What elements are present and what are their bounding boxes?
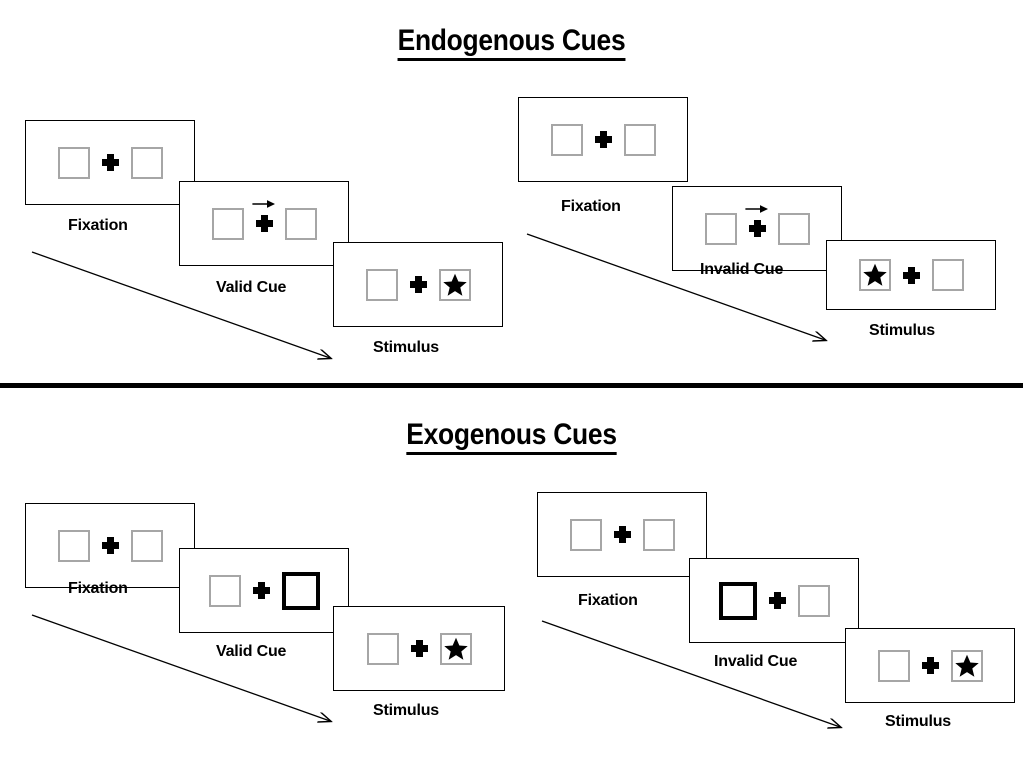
panel-endogenous-valid-stimulus[interactable] bbox=[333, 242, 503, 327]
placeholder-box-left bbox=[57, 529, 90, 562]
caption-endogenous-valid-fixation: Fixation bbox=[68, 217, 128, 234]
plus-icon bbox=[101, 154, 119, 171]
target-box-right bbox=[439, 632, 472, 665]
caption-endogenous-invalid-fixation: Fixation bbox=[561, 198, 621, 215]
caption-exogenous-invalid-fixation: Fixation bbox=[578, 592, 638, 609]
placeholder-box-right bbox=[642, 518, 675, 551]
caption-endogenous-invalid-stimulus: Stimulus bbox=[869, 322, 935, 339]
plus-icon bbox=[410, 640, 428, 657]
plus-icon bbox=[409, 276, 427, 293]
panel-exogenous-invalid-cue[interactable] bbox=[689, 558, 859, 643]
panel-content bbox=[877, 649, 983, 682]
placeholder-box-right bbox=[284, 207, 317, 240]
placeholder-box-left bbox=[211, 207, 244, 240]
cue-box-right bbox=[281, 571, 320, 610]
star-icon bbox=[954, 653, 980, 679]
panel-content bbox=[211, 200, 317, 240]
target-box-right bbox=[950, 649, 983, 682]
caption-exogenous-valid-stimulus: Stimulus bbox=[373, 702, 439, 719]
section-divider bbox=[0, 383, 1023, 388]
plus-icon bbox=[252, 200, 275, 232]
placeholder-box-right bbox=[777, 212, 810, 245]
plus-icon bbox=[594, 131, 612, 148]
placeholder-box-left bbox=[704, 212, 737, 245]
panel-content bbox=[365, 268, 471, 301]
arrow-right-icon bbox=[744, 205, 774, 215]
placeholder-box-left bbox=[550, 123, 583, 156]
panel-exogenous-valid-cue[interactable] bbox=[179, 548, 349, 633]
section-title-exogenous-text: Exogenous Cues bbox=[406, 418, 617, 455]
plus-icon bbox=[902, 266, 920, 284]
placeholder-box-right bbox=[623, 123, 656, 156]
plus-icon bbox=[921, 657, 939, 674]
panel-content bbox=[569, 518, 675, 551]
panel-exogenous-invalid-fixation[interactable] bbox=[537, 492, 707, 577]
placeholder-box-left bbox=[366, 632, 399, 665]
caption-endogenous-valid-stimulus: Stimulus bbox=[373, 339, 439, 356]
plus-icon bbox=[768, 592, 786, 609]
panel-content bbox=[366, 632, 472, 665]
panel-exogenous-valid-fixation[interactable] bbox=[25, 503, 195, 588]
star-icon bbox=[862, 262, 888, 288]
section-title-endogenous-text: Endogenous Cues bbox=[397, 24, 626, 61]
arrow-right-icon bbox=[251, 200, 281, 210]
placeholder-box-right bbox=[130, 146, 163, 179]
panel-content bbox=[57, 146, 163, 179]
caption-exogenous-invalid-stimulus: Stimulus bbox=[885, 713, 951, 730]
section-title-endogenous: Endogenous Cues bbox=[61, 24, 961, 61]
panel-content bbox=[718, 581, 830, 620]
panel-endogenous-invalid-stimulus[interactable] bbox=[826, 240, 996, 310]
panel-endogenous-valid-fixation[interactable] bbox=[25, 120, 195, 205]
panel-content bbox=[550, 123, 656, 156]
panel-endogenous-invalid-fixation[interactable] bbox=[518, 97, 688, 182]
caption-endogenous-invalid-cue: Invalid Cue bbox=[700, 261, 784, 278]
target-box-left bbox=[858, 259, 891, 291]
caption-endogenous-valid-cue: Valid Cue bbox=[216, 279, 287, 296]
placeholder-box-left bbox=[365, 268, 398, 301]
placeholder-box-right bbox=[797, 584, 830, 617]
panel-content bbox=[704, 205, 810, 245]
caption-exogenous-valid-fixation: Fixation bbox=[68, 580, 128, 597]
placeholder-box-left bbox=[208, 574, 241, 607]
plus-icon bbox=[613, 526, 631, 543]
placeholder-box-right bbox=[931, 259, 964, 291]
panel-content bbox=[208, 571, 320, 610]
panel-endogenous-valid-cue[interactable] bbox=[179, 181, 349, 266]
placeholder-box-right bbox=[130, 529, 163, 562]
placeholder-box-left bbox=[57, 146, 90, 179]
target-box-right bbox=[438, 268, 471, 301]
panel-content bbox=[858, 259, 964, 291]
plus-icon bbox=[745, 205, 769, 237]
placeholder-box-left bbox=[877, 649, 910, 682]
star-icon bbox=[443, 636, 469, 662]
panel-exogenous-invalid-stimulus[interactable] bbox=[845, 628, 1015, 703]
caption-exogenous-valid-cue: Valid Cue bbox=[216, 643, 287, 660]
plus-icon bbox=[252, 582, 270, 599]
panel-content bbox=[57, 529, 163, 562]
star-icon bbox=[442, 272, 468, 298]
placeholder-box-left bbox=[569, 518, 602, 551]
section-title-exogenous: Exogenous Cues bbox=[61, 418, 961, 455]
panel-exogenous-valid-stimulus[interactable] bbox=[333, 606, 505, 691]
cue-box-left bbox=[718, 581, 757, 620]
panel-endogenous-invalid-cue[interactable] bbox=[672, 186, 842, 271]
plus-icon bbox=[101, 537, 119, 554]
caption-exogenous-invalid-cue: Invalid Cue bbox=[714, 653, 798, 670]
